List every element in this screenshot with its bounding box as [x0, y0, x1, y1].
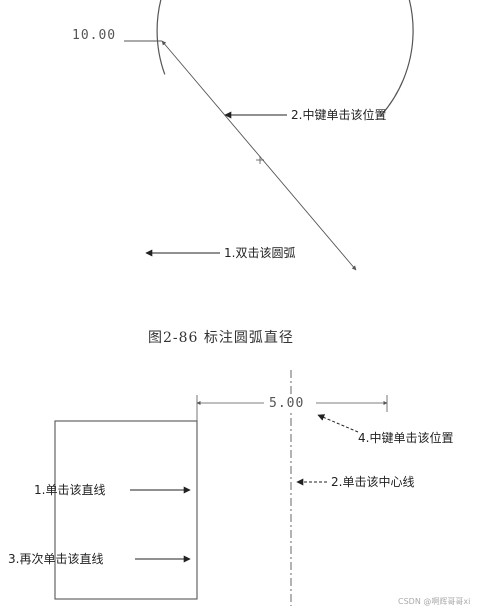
diameter-dimension-line [161, 40, 357, 271]
callout-2-text: 2.单击该中心线 [331, 474, 414, 489]
callout-2-text: 2.中键单击该位置 [291, 107, 386, 122]
figure-line-to-centerline: 5.00 4.中键单击该位置 1.单击该直线 2.单击该中心线 3.再次单击该直… [8, 370, 453, 606]
callout-4-text: 4.中键单击该位置 [358, 430, 453, 445]
dimension-text-bg [264, 394, 316, 410]
rectangle-shape[interactable] [54, 420, 198, 600]
callout-3-text: 3.再次单击该直线 [8, 552, 103, 566]
figure-arc-diameter: 10.00 2.中键单击该位置 1.双击该圆弧 图2-86 标注圆弧直径 [72, 0, 414, 346]
callout-1-text: 1.单击该直线 [34, 483, 105, 497]
callout-1-text: 1.双击该圆弧 [224, 246, 295, 260]
dimension-value-text: 10.00 [72, 28, 116, 43]
arc[interactable] [156, 0, 414, 117]
figure-caption: 图2-86 标注圆弧直径 [148, 329, 294, 346]
dimension-value-text: 5.00 [269, 396, 304, 411]
callout-4-arrow [317, 414, 359, 433]
watermark-text: CSDN @啊辉哥哥xi [398, 597, 470, 606]
